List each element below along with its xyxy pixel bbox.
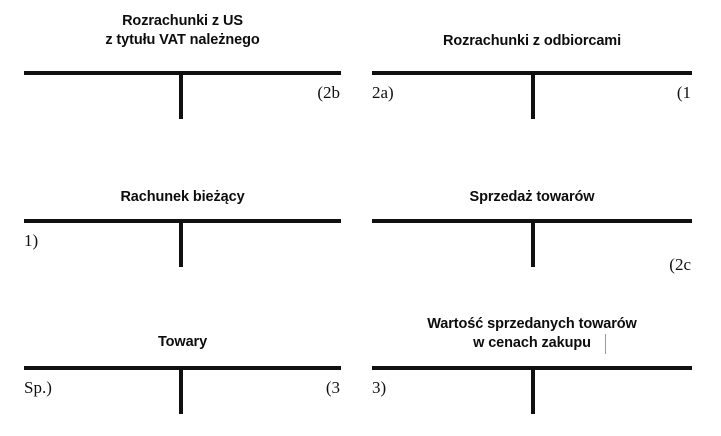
account-title: Wartość sprzedanych towarów w cenach zak…: [372, 315, 692, 353]
credit-entry-marker: (2c: [669, 255, 691, 274]
account-title: Towary: [24, 333, 341, 352]
account-horizontal-rule: [24, 71, 341, 75]
account-horizontal-rule: [372, 219, 692, 223]
account-title-line1: Sprzedaż towarów: [469, 189, 595, 205]
debit-entry-marker: 1): [24, 231, 39, 250]
account-horizontal-rule: [24, 219, 341, 223]
account-horizontal-rule: [24, 366, 341, 370]
account-horizontal-rule: [372, 71, 692, 75]
debit-entry-marker: 3): [372, 378, 387, 397]
t-account-rachunek-biezacy: Rachunek bieżący 1): [24, 180, 341, 300]
account-title-line2: z tytułu VAT należnego: [105, 32, 260, 48]
account-title-line2: w cenach zakupu: [473, 335, 591, 351]
account-vertical-divider: [531, 75, 535, 119]
account-title-line1: Rozrachunki z odbiorcami: [442, 33, 622, 49]
debit-entry-marker: 2a): [372, 83, 394, 102]
credit-entry-marker: (2b: [317, 83, 340, 102]
account-vertical-divider: [179, 75, 183, 119]
account-title: Sprzedaż towarów: [372, 188, 692, 207]
t-account-towary: Towary Sp.) (3: [24, 325, 341, 436]
account-title-line1: Wartość sprzedanych towarów: [427, 316, 637, 332]
account-vertical-divider: [531, 223, 535, 267]
account-title-line1: Rachunek bieżący: [120, 189, 245, 205]
account-title: Rachunek bieżący: [24, 188, 341, 207]
credit-entry-marker: (3: [325, 378, 340, 397]
account-vertical-divider: [179, 370, 183, 414]
account-title-line1: Towary: [157, 334, 208, 350]
account-vertical-divider: [531, 370, 535, 414]
account-vertical-divider: [179, 223, 183, 267]
account-title-line1: Rozrachunki z US: [122, 13, 243, 29]
text-cursor-caret: [605, 334, 606, 354]
t-account-wartosc-sprzedanych-towarow: Wartość sprzedanych towarów w cenach zak…: [372, 310, 692, 436]
account-horizontal-rule: [372, 366, 692, 370]
debit-entry-marker: Sp.): [24, 378, 52, 397]
credit-entry-marker: (1: [676, 83, 691, 102]
t-account-rozrachunki-z-odbiorcami: Rozrachunki z odbiorcami 2a) (1: [372, 8, 692, 138]
account-title: Rozrachunki z US z tytułu VAT należnego: [24, 12, 341, 50]
t-account-sprzedaz-towarow: Sprzedaż towarów (2c: [372, 180, 692, 300]
t-account-rozrachunki-z-us-vat-nalezny: Rozrachunki z US z tytułu VAT należnego …: [24, 8, 341, 138]
account-title: Rozrachunki z odbiorcami: [372, 32, 692, 51]
